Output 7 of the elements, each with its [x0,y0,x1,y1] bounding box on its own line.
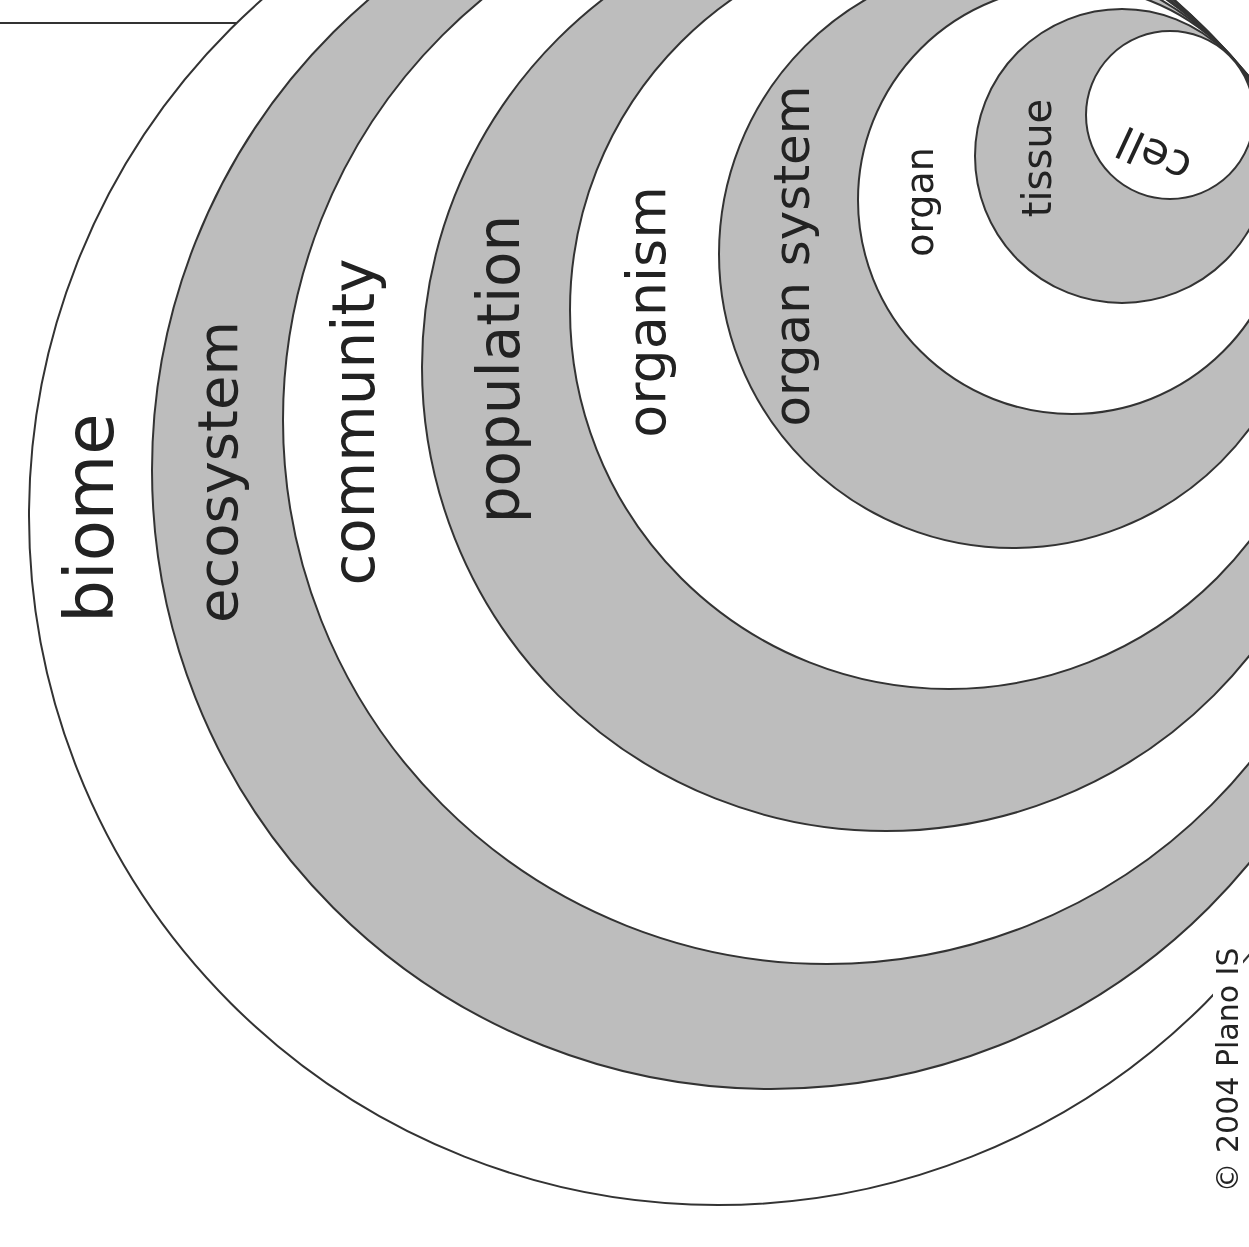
level-label: ecosystem [190,320,247,623]
level-label: organ [901,147,940,258]
level-label: organ system [766,85,817,427]
level-label: organism [620,186,675,438]
level-label: tissue [1016,98,1057,218]
level-label: biome [57,413,125,623]
level-label: cell [1110,119,1198,192]
